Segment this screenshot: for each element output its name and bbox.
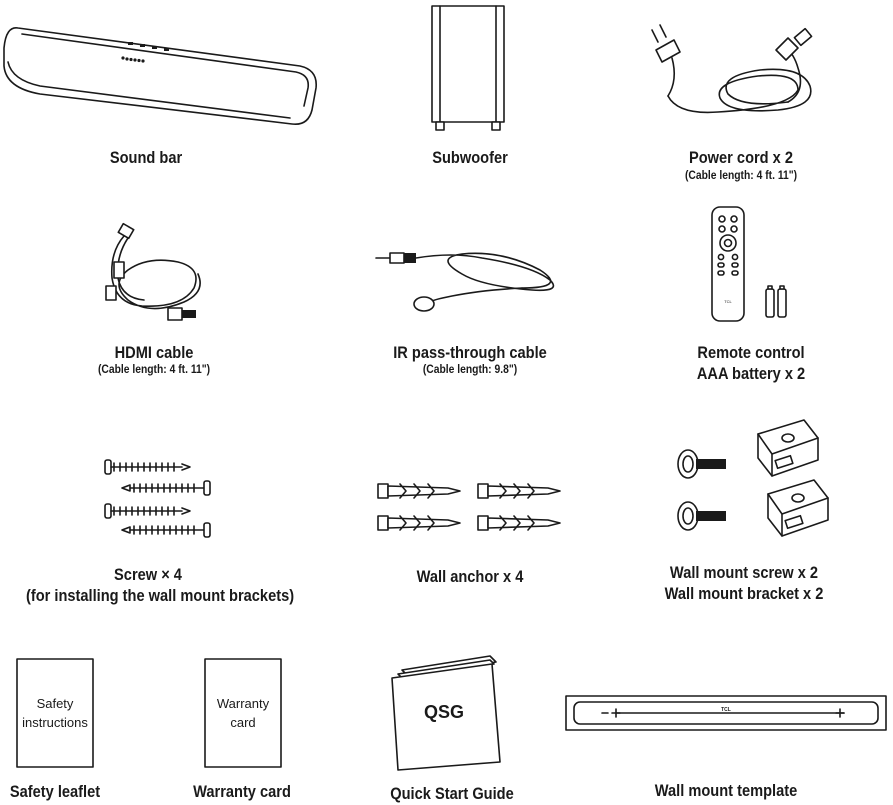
hdmi-note: (Cable length: 4 ft. 11") [97, 362, 211, 376]
safety-leaflet-illustration: Safety instructions [16, 658, 94, 768]
soundbar-label: Sound bar [109, 148, 183, 167]
warranty-cover-line1: Warranty [217, 696, 270, 711]
warranty-cover-line2: card [230, 715, 255, 730]
subwoofer-illustration [431, 5, 505, 131]
remote-illustration: TCL [711, 206, 787, 322]
wall-anchors-illustration [377, 483, 561, 531]
wall-template-label: Wall mount template [654, 781, 798, 800]
hdmi-label: HDMI cable [114, 343, 194, 362]
aaa-batteries [765, 285, 787, 318]
screw-label: Screw × 4 [114, 565, 182, 584]
remote-brand: TCL [724, 299, 732, 304]
screws-illustration [104, 459, 211, 538]
soundbar-illustration [3, 27, 317, 126]
power-cord-label: Power cord x 2 [688, 148, 794, 167]
remote-label: Remote control [697, 343, 805, 362]
template-brand: TCL [721, 707, 731, 713]
warranty-card-illustration: Warranty card [204, 658, 282, 768]
safety-leaflet-label: Safety leaflet [9, 782, 101, 801]
subwoofer-label: Subwoofer [432, 148, 508, 167]
screw-note: (for installing the wall mount brackets) [26, 586, 295, 605]
wall-mount-screw-label: Wall mount screw x 2 [669, 563, 819, 582]
ir-cable-label: IR pass-through cable [393, 343, 547, 362]
ir-cable-illustration [375, 252, 555, 312]
qsg-label: Quick Start Guide [390, 784, 514, 803]
battery-label: AAA battery x 2 [696, 364, 806, 383]
qsg-illustration: QSG [391, 655, 501, 771]
wall-anchor-label: Wall anchor x 4 [416, 567, 524, 586]
power-cord-note: (Cable length: 4 ft. 11") [684, 168, 798, 182]
safety-cover-line1: Safety [37, 696, 74, 711]
wall-mount-illustration [677, 419, 829, 537]
safety-cover-line2: instructions [22, 715, 88, 730]
wall-template-illustration: TCL [565, 695, 887, 731]
warranty-card-label: Warranty card [193, 782, 291, 801]
ir-cable-note: (Cable length: 9.8") [422, 362, 518, 376]
power-cord-illustration [651, 24, 813, 114]
display-dots [121, 56, 145, 63]
indicator-lights [128, 42, 169, 51]
hdmi-illustration [105, 222, 201, 321]
qsg-cover-text: QSG [424, 702, 464, 722]
wall-mount-bracket-label: Wall mount bracket x 2 [664, 584, 824, 603]
